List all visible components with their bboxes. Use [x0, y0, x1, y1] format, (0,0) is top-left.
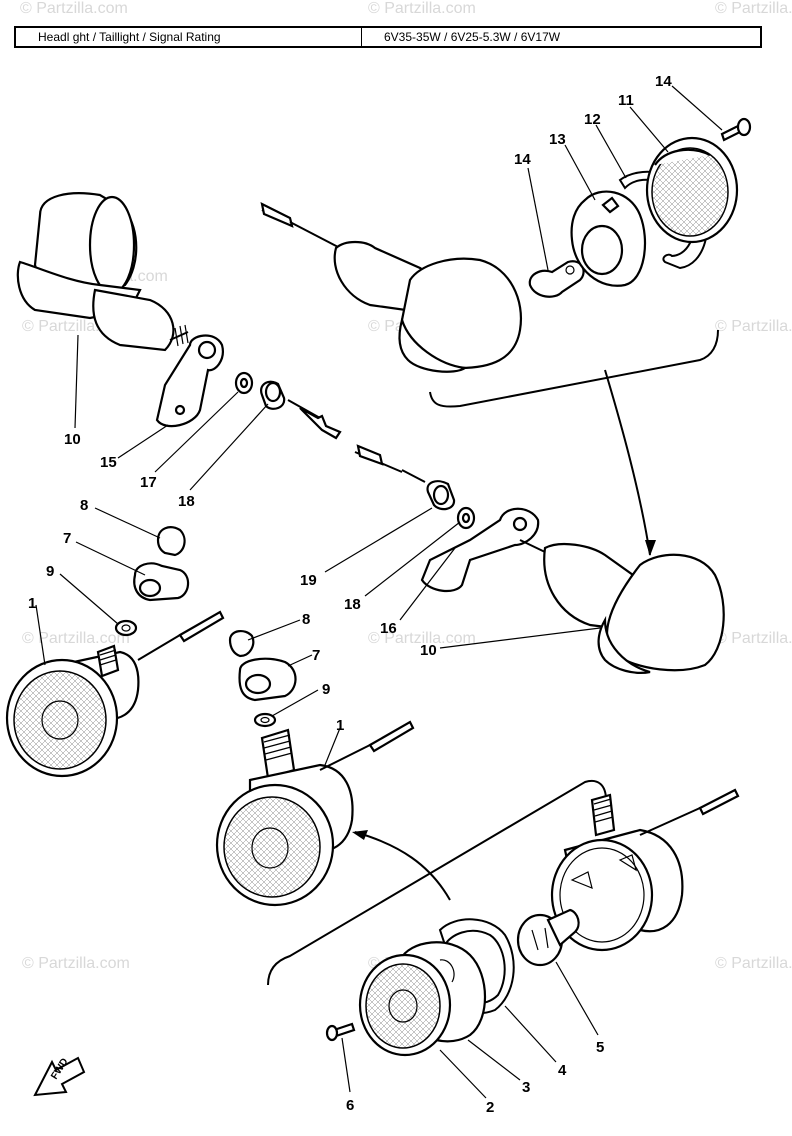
watermark: © Partzilla.com: [368, 630, 476, 647]
watermark: © Partzilla.com: [22, 630, 130, 647]
callout-1-left: 1: [28, 595, 36, 612]
watermark: © Partzilla.com: [715, 0, 792, 17]
callout-19-upper: 18: [178, 493, 195, 510]
fwd-arrow-icon: FWD: [33, 1056, 86, 1097]
watermark: © Partzilla.com: [20, 0, 128, 17]
callout-18-upper: 17: [140, 474, 157, 491]
rating-label: Headl ght / Taillight / Signal Rating: [16, 28, 362, 46]
callouts: 10 15 17 18 8 7 9 1 14 11 12 13 14 19 18…: [28, 73, 672, 1116]
callout-15: 14: [655, 73, 672, 90]
callout-1-center: 1: [336, 717, 344, 734]
assembly-arrow-upper: [604, 369, 651, 556]
callout-8-left: 8: [80, 497, 88, 514]
turn-signal-front-right: [354, 444, 725, 674]
rating-value: 6V35-35W / 6V25-5.3W / 6V17W: [384, 30, 561, 44]
callout-5: 5: [596, 1039, 604, 1056]
bracket-17: [155, 334, 224, 428]
bulb-5: [516, 908, 580, 967]
assembly-arrow-lower: [354, 831, 451, 901]
turn-signal-rear-right-exploded: [260, 202, 523, 373]
callout-2: 2: [486, 1099, 494, 1116]
grommet-19-upper: [260, 380, 286, 410]
turn-signal-rear-left: [16, 192, 189, 352]
watermark: © Partzilla.com: [715, 318, 792, 335]
callout-9-left: 9: [46, 563, 54, 580]
rating-header: Headl ght / Taillight / Signal Rating 6V…: [14, 26, 762, 48]
watermark: © Partzilla.com: [368, 0, 476, 17]
callout-7-left: 7: [63, 530, 71, 547]
cap-nut-8-center: [228, 630, 255, 658]
signal-housing-exploded: [550, 788, 740, 952]
washer-9-left: [114, 619, 138, 637]
lens-2: [358, 953, 452, 1057]
leader-lines: [35, 85, 723, 1099]
watermark: © Partzilla.com: [715, 955, 792, 972]
nut-7-left: [133, 562, 190, 602]
cap-nut-8-left: [156, 526, 186, 557]
washer-18-lower: [456, 506, 476, 530]
grommet-19-lower: [426, 480, 456, 511]
callout-16: 16: [380, 620, 397, 637]
callout-9-center: 9: [322, 681, 330, 698]
callout-17: 15: [100, 454, 117, 471]
reflector-13: [570, 190, 647, 287]
callout-8-center: 8: [302, 611, 310, 628]
turn-signal-front-left: [5, 610, 225, 778]
turn-signal-front-center: [215, 720, 415, 907]
callout-14: 14: [514, 151, 531, 168]
callout-7-center: 7: [312, 647, 320, 664]
callout-13: 13: [549, 131, 566, 148]
group-bracket-lower: [267, 780, 607, 986]
washer-9-center: [253, 712, 277, 728]
callout-10-lower: 10: [420, 642, 437, 659]
screw-15: [720, 117, 752, 142]
bracket-16: [420, 507, 540, 593]
screw-6: [325, 1022, 356, 1042]
callout-19-lower: 19: [300, 572, 317, 589]
watermark: © Partzilla.com: [715, 630, 792, 647]
washer-18-upper: [234, 371, 254, 395]
bulb-14: [528, 260, 585, 298]
watermark: © Partzilla.com: [22, 955, 130, 972]
callout-4: 4: [558, 1062, 567, 1079]
callout-12: 12: [584, 111, 601, 128]
callout-3: 3: [522, 1079, 530, 1096]
callout-10-upper: 10: [64, 431, 81, 448]
group-bracket-upper: [429, 329, 719, 408]
callout-18-lower: 18: [344, 596, 361, 613]
nut-7-center: [238, 657, 297, 702]
callout-6: 6: [346, 1097, 354, 1114]
callout-11: 11: [618, 92, 634, 109]
lens-11: [645, 136, 739, 244]
